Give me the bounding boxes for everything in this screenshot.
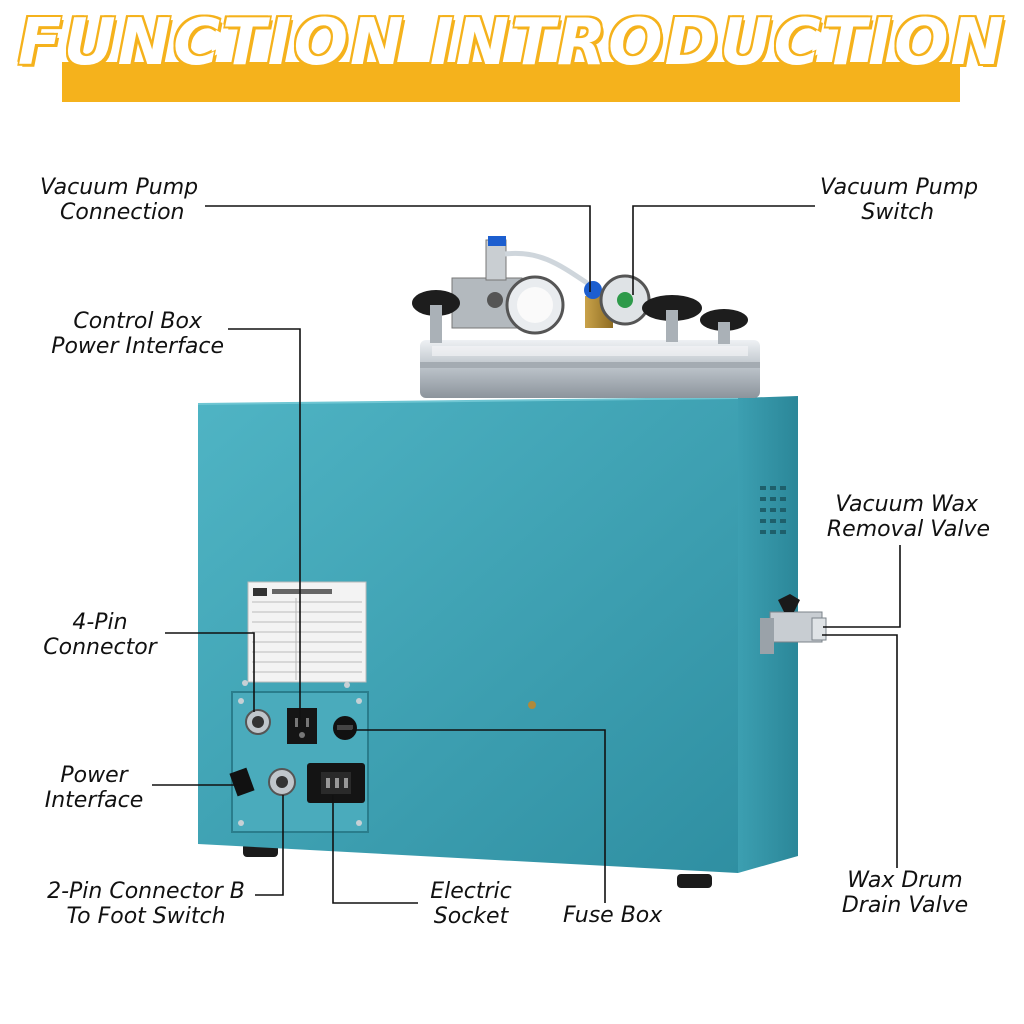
leader-wax-drum-drain-valve [822,634,898,868]
label-four-pin-connector: 4-Pin Connector [38,610,162,660]
label-line: 4-Pin [72,610,128,635]
label-control-box-power-interface: Control Box Power Interface [40,309,224,359]
label-line: Vacuum Wax [835,492,978,517]
label-line: Fuse Box [563,903,663,928]
label-line: Power Interface [51,334,224,359]
leader-lines [152,205,901,904]
label-line: Removal Valve [826,517,990,542]
leader-vacuum-pump-switch [632,205,815,295]
label-line: Power [60,763,128,788]
label-line: Connector [43,635,157,660]
label-line: Electric [430,879,512,904]
label-line: Control Box [73,309,202,334]
label-electric-socket: Electric Socket [426,879,516,929]
label-line: Connection [60,200,185,225]
lid-ring [420,362,760,368]
nameplate [247,581,367,683]
leader-control-box-power-interface [228,328,301,720]
lid-highlight [432,346,748,356]
title-band [62,62,960,102]
vacuum-gauge [505,275,565,335]
label-line: Wax Drum [847,868,963,893]
four-pin-connector [245,709,271,735]
clamp-knob [412,290,460,343]
leader-vacuum-wax-removal-valve [823,545,901,628]
leader-two-pin-connector [255,795,284,896]
foot [677,874,712,888]
control-box-power-outlet [287,708,317,744]
label-vacuum-pump-switch: Vacuum Pump Switch [820,175,978,225]
leader-vacuum-pump-connection [205,205,591,292]
label-wax-drum-drain-valve: Wax Drum Drain Valve [836,868,974,918]
two-pin-connector [268,768,296,796]
clamp-knob [642,295,702,342]
label-line: Socket [433,904,509,929]
label-two-pin-connector: 2-Pin Connector B To Foot Switch [38,879,254,929]
power-switch [229,767,255,797]
body-edge [197,397,739,405]
fuse-holder [333,716,357,740]
side-vent [760,486,786,534]
leader-four-pin-connector [165,632,255,712]
clamp-knob [700,309,748,344]
label-line: Drain Valve [841,893,969,918]
label-power-interface: Power Interface [38,763,150,813]
label-line: Interface [44,788,144,813]
vacuum-hose [504,250,592,288]
leader-electric-socket [332,795,418,904]
leader-fuse-box [352,729,606,903]
label-line: Vacuum Pump [820,175,979,200]
iec-power-socket [307,763,365,803]
pump-switch-gauge [599,274,651,326]
page-title: FUNCTION INTRODUCTION [17,6,1007,80]
label-vacuum-pump-connection: Vacuum Pump Connection [40,175,198,225]
label-line: 2-Pin Connector B [47,879,245,904]
label-line: Vacuum Pump [40,175,199,200]
label-fuse-box: Fuse Box [563,903,662,928]
label-line: Switch [861,200,935,225]
label-line: To Foot Switch [66,904,226,929]
label-vacuum-wax-removal-valve: Vacuum Wax Removal Valve [812,492,990,542]
